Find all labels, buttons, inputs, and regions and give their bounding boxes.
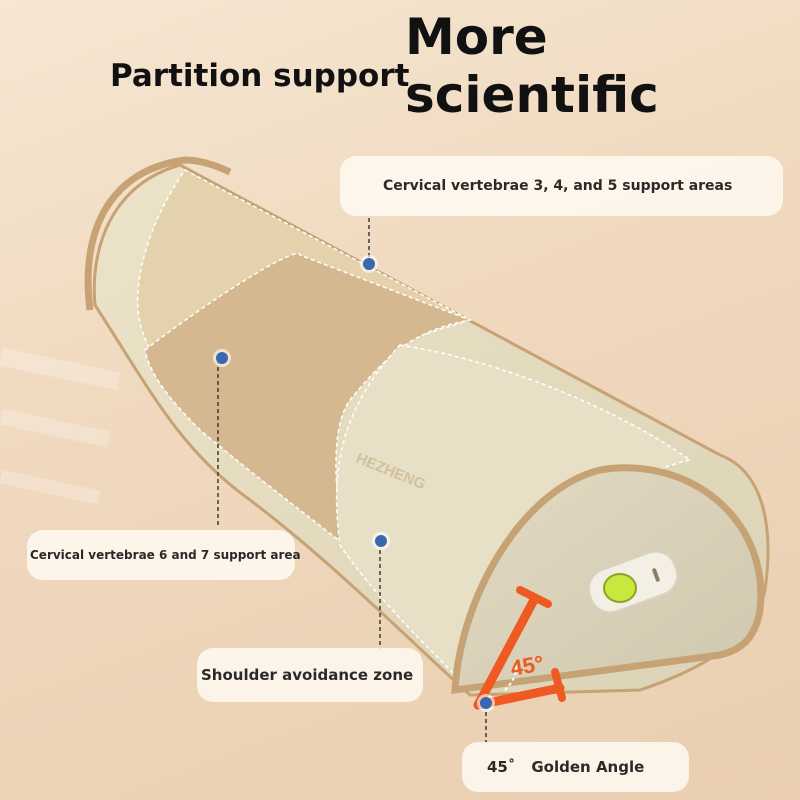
callout-angle-value: 45˚: [487, 758, 516, 776]
leader-lines: [217, 218, 487, 742]
panel-vertebrae-67: [144, 252, 473, 547]
callout-vertebrae-67: Cervical vertebrae 6 and 7 support area: [27, 530, 301, 580]
pillow-top-edge: [84, 156, 232, 311]
power-button-icon[interactable]: [603, 573, 637, 603]
main-title: More scientific: [405, 8, 659, 124]
callout-golden-angle: 45˚ Golden Angle: [462, 742, 689, 792]
callout-shoulder-zone: Shoulder avoidance zone: [197, 648, 423, 702]
light-streaks: [0, 347, 121, 505]
main-title-line1: More: [405, 8, 548, 66]
callout-vertebrae-345: Cervical vertebrae 3, 4, and 5 support a…: [340, 156, 783, 216]
angle-marker-label: 45°: [509, 651, 546, 681]
subtitle-partition-support: Partition support: [110, 58, 410, 94]
marker-dots: [213, 255, 495, 712]
callout-angle-label: Golden Angle: [531, 758, 645, 776]
callout-vertebrae-345-text: Cervical vertebrae 3, 4, and 5 support a…: [383, 178, 733, 194]
callout-shoulder-text: Shoulder avoidance zone: [201, 666, 414, 684]
power-control[interactable]: [583, 546, 683, 618]
callout-vertebrae-67-text: Cervical vertebrae 6 and 7 support area: [30, 548, 301, 562]
main-title-line2: scientific: [405, 66, 659, 124]
